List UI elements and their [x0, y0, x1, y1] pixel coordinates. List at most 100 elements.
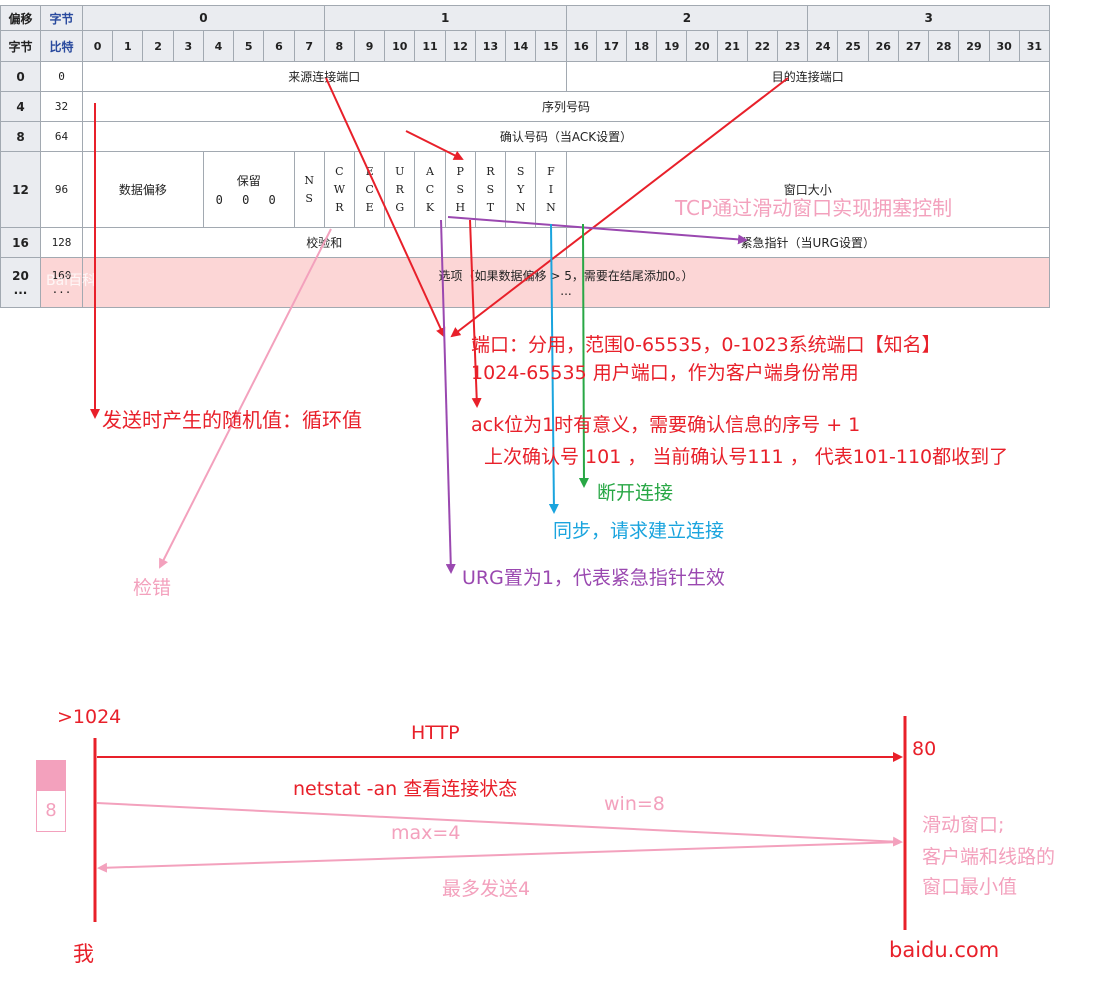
bit-header-21: 21 — [716, 30, 748, 62]
byte-header-2: 2 — [565, 5, 809, 31]
flag-rst-letter: R — [486, 164, 495, 178]
flag-cwr-letter: C — [335, 164, 344, 178]
row-byte-0: 0 — [0, 61, 41, 92]
flag-urg-letter: U — [395, 164, 405, 178]
bit-header-4: 4 — [202, 30, 235, 62]
flag-ns-letter: S — [305, 191, 313, 205]
bit-header-26: 26 — [867, 30, 899, 62]
note-syn: 同步，请求建立连接 — [553, 520, 725, 542]
row-ack: 8 64 确认号码（当ACK设置） — [0, 121, 1050, 152]
arrow-fin — [578, 223, 589, 488]
bit-header-14: 14 — [505, 30, 537, 62]
note-port-line2: 1024-65535 用户端口，作为客户端身份常用 — [471, 362, 859, 384]
flag-rst-letter: S — [486, 182, 495, 196]
reserved-label: 保留 — [236, 174, 261, 188]
field-data-offset: 数据偏移 — [82, 151, 204, 228]
row-byte-12: 12 — [0, 151, 41, 228]
field-options: 选项（如果数据偏移 > 5，需要在结尾添加0。） ... — [82, 257, 1050, 308]
flag-rst-letter: T — [486, 200, 495, 214]
bit-header-17: 17 — [595, 30, 627, 62]
corner-offset: 偏移 — [0, 5, 41, 31]
bit-header-9: 9 — [353, 30, 386, 62]
row-seq: 4 32 序列号码 — [0, 91, 1050, 122]
bit-header-23: 23 — [777, 30, 809, 62]
flag-syn-letter: N — [515, 200, 526, 214]
note-urg: URG置为1，代表紧急指针生效 — [462, 567, 725, 589]
arrow-urg-note — [440, 219, 456, 574]
baidu-watermark: Bai百科 — [46, 273, 97, 289]
bit-header-22: 22 — [746, 30, 779, 62]
arrow-syn — [548, 223, 559, 514]
row-byte-20: 20 ... — [0, 257, 41, 308]
note-ack-line1: ack位为1时有意义，需要确认信息的序号 + 1 — [471, 414, 861, 436]
client-port-label: >1024 — [57, 706, 122, 728]
flag-ece-letter: C — [365, 182, 374, 196]
note-port-line1: 端口：分用，范围0-65535，0-1023系统端口【知名】 — [471, 334, 941, 356]
client-label: 我 — [73, 942, 94, 966]
flag-psh-letter: P — [456, 164, 464, 178]
note-seq: 发送时产生的随机值：循环值 — [102, 408, 362, 432]
flag-ns-letter: N — [304, 173, 314, 187]
arrow-ack-note — [469, 219, 482, 408]
flag-urg-letter: R — [395, 182, 404, 196]
bit-header-12: 12 — [444, 30, 476, 62]
flag-fin-letter: I — [548, 182, 554, 196]
netstat-label: netstat -an 查看连接状态 — [293, 778, 518, 800]
bit-header-3: 3 — [172, 30, 204, 62]
bit-header-31: 31 — [1018, 30, 1051, 62]
buffer-used-block — [36, 760, 66, 790]
byte-header-1: 1 — [323, 5, 567, 31]
row-ports: 0 0 来源连接端口 目的连接端口 — [0, 61, 1050, 92]
sliding-window-line2: 客户端和线路的 — [922, 846, 1056, 868]
row-bit-32: 32 — [40, 91, 83, 122]
row-bit-64: 64 — [40, 121, 83, 152]
flag-syn-letter: S — [516, 164, 525, 178]
flag-psh-letter: H — [455, 200, 466, 214]
field-ack-num: 确认号码（当ACK设置） — [82, 121, 1050, 152]
win-label: win=8 — [604, 793, 665, 815]
row-bit-128: 128 — [40, 227, 83, 258]
arrow-window — [96, 802, 903, 847]
flag-cwr-letter: R — [335, 200, 344, 214]
row-bit-96: 96 — [40, 151, 83, 228]
arrow-src-port — [325, 77, 446, 338]
flag-ack-letter: C — [425, 182, 435, 196]
buffer-window-block: 8 — [36, 790, 66, 832]
arrow-dst-port — [450, 77, 789, 338]
bit-header-19: 19 — [656, 30, 688, 62]
bit-header-24: 24 — [807, 30, 839, 62]
bit-header-16: 16 — [565, 30, 597, 62]
arrow-urg-pointer — [447, 216, 748, 245]
bit-header-2: 2 — [142, 30, 174, 62]
bit-header-7: 7 — [293, 30, 325, 62]
options-label: 选项（如果数据偏移 > 5，需要在结尾添加0。） — [438, 269, 694, 283]
bit-header-25: 25 — [837, 30, 869, 62]
server-label: baidu.com — [889, 938, 1000, 962]
field-window: 窗口大小 — [565, 151, 1050, 228]
arrow-max-send — [97, 841, 902, 873]
bit-header-20: 20 — [686, 30, 718, 62]
sliding-window-line1: 滑动窗口; — [922, 814, 1005, 836]
flag-ece-letter: E — [365, 200, 374, 214]
note-checksum: 检错 — [133, 577, 172, 599]
bit-header-6: 6 — [263, 30, 295, 62]
arrow-to-ack-flag — [405, 130, 464, 160]
row-flags: 12 96 数据偏移 保留 0 0 0 NSCWRECEURGACKPSHRST… — [0, 151, 1050, 228]
bit-header-1: 1 — [112, 30, 144, 62]
row-options: 20 ... 160 ... 选项（如果数据偏移 > 5，需要在结尾添加0。） … — [0, 257, 1050, 308]
flag-psh-letter: S — [456, 182, 464, 196]
bit-header-15: 15 — [535, 30, 567, 62]
bit-header-30: 30 — [988, 30, 1020, 62]
bit-header-18: 18 — [625, 30, 658, 62]
sliding-window-line3: 窗口最小值 — [922, 876, 1018, 898]
flag-fin-letter: N — [546, 200, 556, 214]
max-label: max=4 — [391, 822, 461, 844]
server-port-label: 80 — [912, 738, 937, 760]
byte-header-row: 偏移 字节 0 1 2 3 — [0, 5, 1050, 31]
bit-header-28: 28 — [928, 30, 960, 62]
